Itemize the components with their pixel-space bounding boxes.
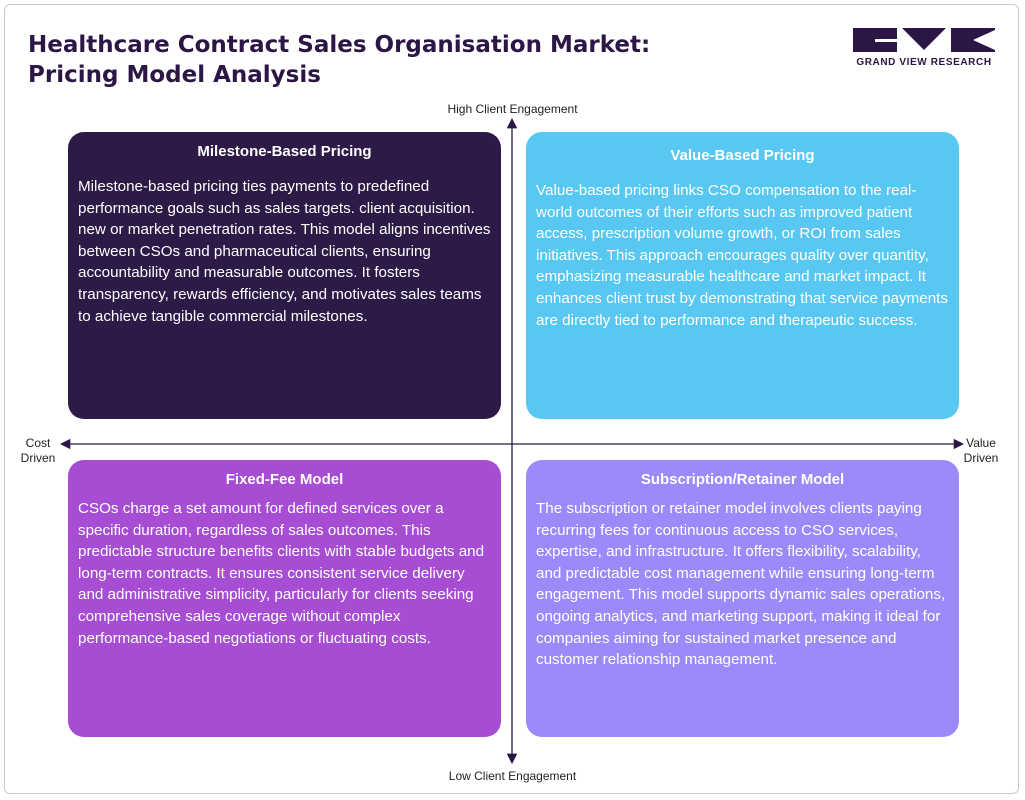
quadrant-description: Milestone-based pricing ties payments to…	[78, 178, 491, 325]
axis-label-value: Value	[966, 436, 996, 450]
quadrant-value-based-pricing: Value-Based Pricing Value-based pricing …	[526, 132, 959, 419]
grand-view-research-logo: GRAND VIEW RESEARCH	[853, 28, 995, 72]
quadrant-description: Value-based pricing links CSO compensati…	[536, 182, 948, 329]
title-line-1: Healthcare Contract Sales Organisation M…	[28, 32, 651, 58]
quadrant-description: The subscription or retainer model invol…	[536, 500, 946, 669]
axis-label-cost-driven: Cost Driven	[14, 436, 62, 466]
quadrant-subscription-retainer-model: Subscription/Retainer Model The subscrip…	[526, 460, 959, 737]
quadrant-description: CSOs charge a set amount for defined ser…	[78, 500, 485, 647]
axis-label-value-driven: Value Driven	[955, 436, 1007, 466]
title-line-2: Pricing Model Analysis	[28, 62, 321, 88]
quadrant-title: Subscription/Retainer Model	[640, 471, 845, 488]
axis-label-driven-left: Driven	[20, 451, 56, 465]
page-title: Healthcare Contract Sales Organisation M…	[28, 30, 728, 90]
quadrant-milestone-based-pricing: Milestone-Based Pricing Milestone-based …	[68, 132, 501, 419]
axis-label-low-engagement: Low Client Engagement	[448, 769, 577, 783]
axis-label-cost: Cost	[25, 436, 51, 450]
quadrant-title: Value-Based Pricing	[670, 147, 815, 164]
page-frame	[4, 4, 1019, 794]
quadrant-title: Fixed-Fee Model	[225, 471, 344, 488]
logo-text: GRAND VIEW RESEARCH	[856, 57, 992, 68]
axis-label-high-engagement: High Client Engagement	[447, 102, 578, 116]
axis-label-driven-right: Driven	[963, 451, 999, 465]
logo-marks-icon	[853, 28, 995, 52]
quadrant-fixed-fee-model: Fixed-Fee Model CSOs charge a set amount…	[68, 460, 501, 737]
quadrant-title: Milestone-Based Pricing	[197, 143, 372, 160]
